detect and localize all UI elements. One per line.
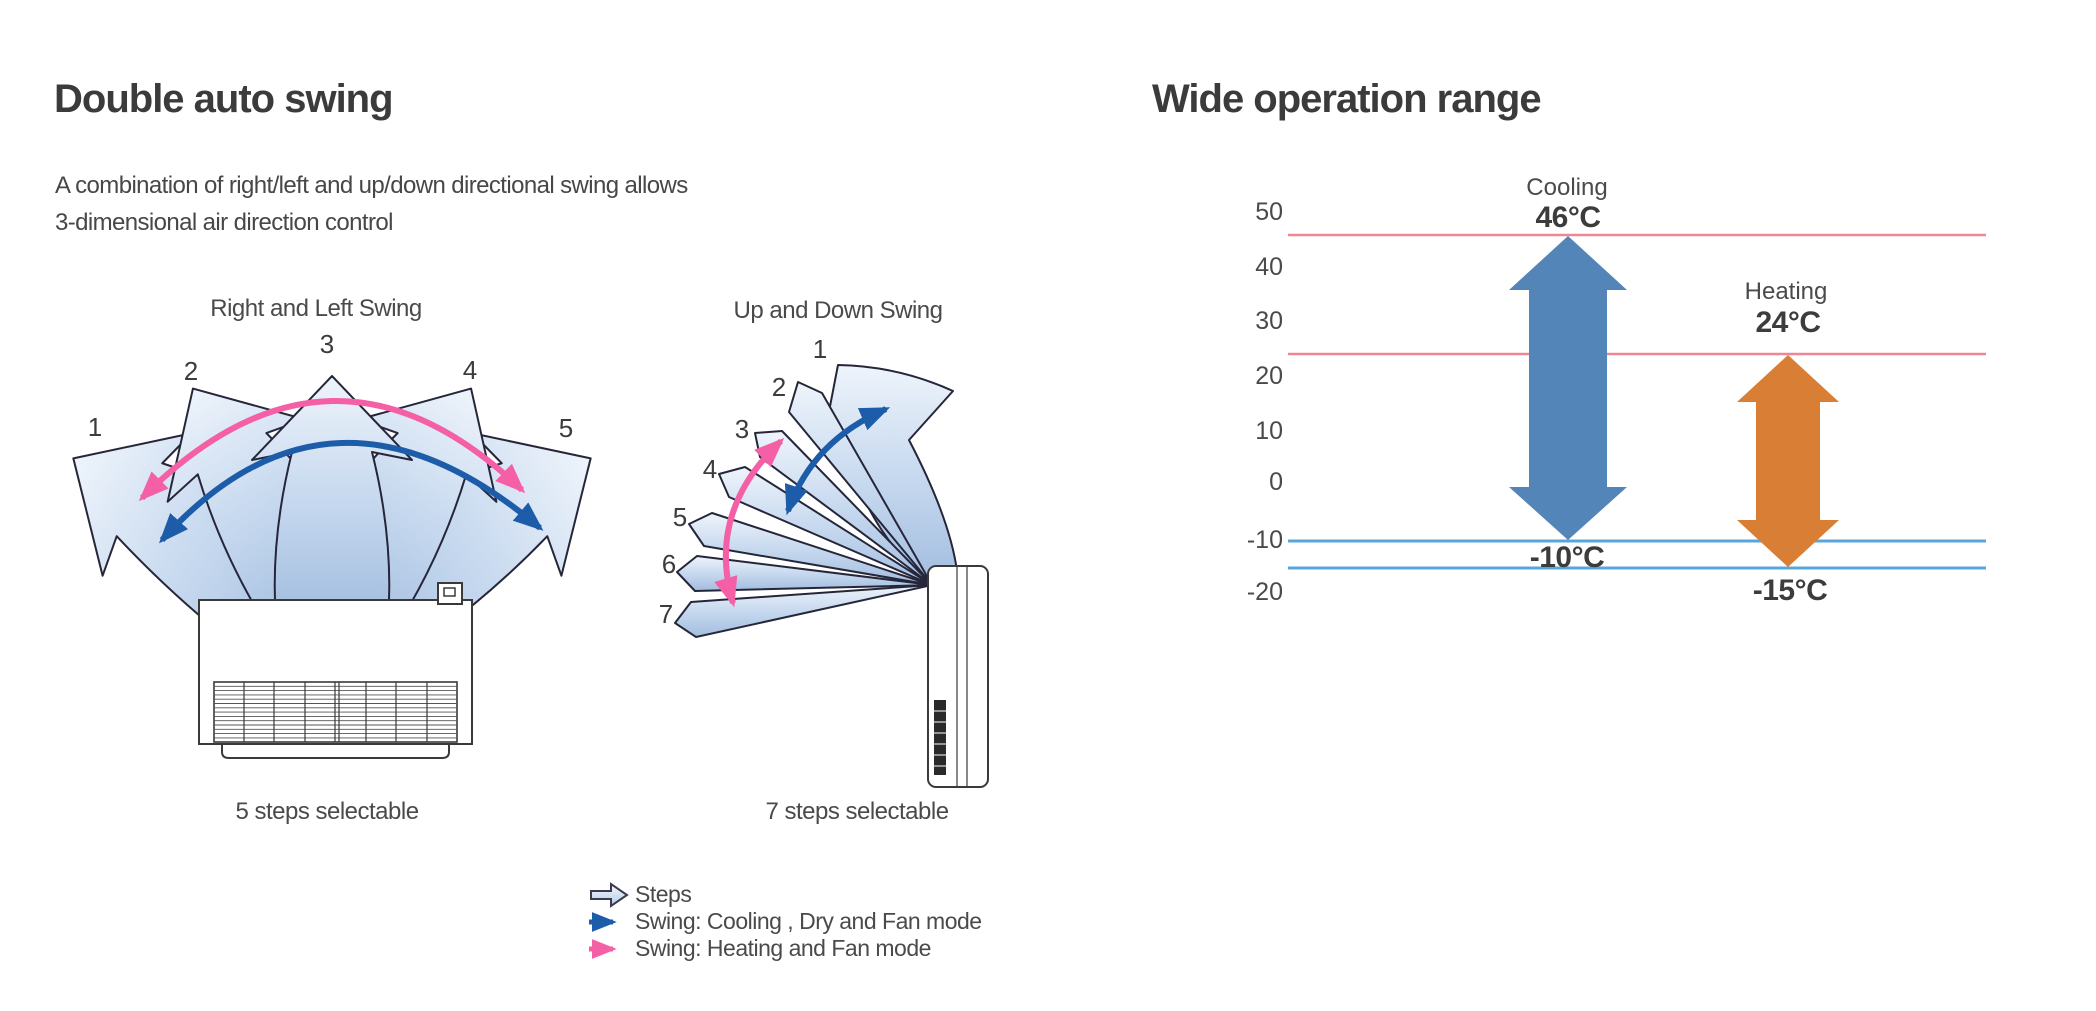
cooling-swing-arc	[158, 440, 544, 544]
heating-min-value: -15°C	[1752, 574, 1828, 607]
ytick-20: 20	[1255, 362, 1283, 390]
left-description-line1: A combination of right/left and up/down …	[55, 172, 688, 199]
heating-max-value: 24°C	[1755, 306, 1821, 339]
rl-step-5: 5	[558, 413, 574, 443]
ytick-30: 30	[1255, 307, 1283, 335]
left-description-line2: 3-dimensional air direction control	[55, 209, 393, 236]
cooling-range-arrow	[1509, 236, 1627, 540]
ud-heating-swing-arc	[714, 437, 785, 608]
ud-step-7: 7	[658, 599, 674, 629]
rl-caption: 5 steps selectable	[235, 798, 419, 825]
up-down-swing-illustration	[674, 364, 989, 788]
heating-swing-arc	[138, 398, 526, 502]
ud-caption: 7 steps selectable	[765, 798, 949, 825]
ud-step-4: 4	[702, 454, 718, 484]
wall-unit	[927, 565, 989, 788]
ud-step-1: 1	[812, 334, 828, 364]
ytick-50: 50	[1255, 198, 1283, 226]
legend-steps-label: Steps	[635, 881, 692, 907]
ud-step-6: 6	[661, 549, 677, 579]
heating-range-arrow	[1737, 355, 1839, 567]
cooling-min-value: -10°C	[1529, 541, 1605, 574]
wall-unit-grille	[934, 700, 946, 775]
console-unit	[198, 582, 473, 759]
cooling-label: Cooling	[1526, 174, 1608, 201]
ytick-m10: -10	[1246, 526, 1283, 554]
ytick-10: 10	[1255, 417, 1283, 445]
ud-blade-7	[674, 584, 933, 638]
up-down-diagram-title: Up and Down Swing	[733, 297, 943, 324]
cooling-max-value: 46°C	[1535, 201, 1601, 234]
ud-step-2: 2	[771, 372, 787, 402]
steps-arrow-icon	[590, 882, 629, 908]
right-left-diagram-title: Right and Left Swing	[210, 295, 422, 322]
console-unit-base	[221, 743, 450, 759]
rl-step-1: 1	[87, 412, 103, 442]
heating-label: Heating	[1744, 278, 1828, 305]
rl-step-2: 2	[183, 356, 199, 386]
left-section-title: Double auto swing	[54, 77, 394, 121]
console-unit-grille	[213, 681, 458, 743]
ud-step-5: 5	[672, 502, 688, 532]
legend-heating-label: Swing: Heating and Fan mode	[635, 935, 931, 961]
ud-cooling-swing-arc	[784, 406, 891, 516]
console-unit-indicator-inner	[443, 587, 456, 597]
right-left-swing-illustration	[72, 375, 592, 759]
rl-step-3: 3	[319, 329, 335, 359]
rl-step-4: 4	[462, 355, 478, 385]
legend-icons	[589, 882, 629, 959]
right-section-title: Wide operation range	[1152, 77, 1542, 121]
ytick-0: 0	[1269, 468, 1283, 496]
legend-cooling-label: Swing: Cooling , Dry and Fan mode	[635, 908, 982, 934]
ud-step-3: 3	[734, 414, 750, 444]
ytick-40: 40	[1255, 253, 1283, 281]
ytick-m20: -20	[1246, 578, 1283, 606]
operation-range-chart	[1288, 233, 1986, 570]
